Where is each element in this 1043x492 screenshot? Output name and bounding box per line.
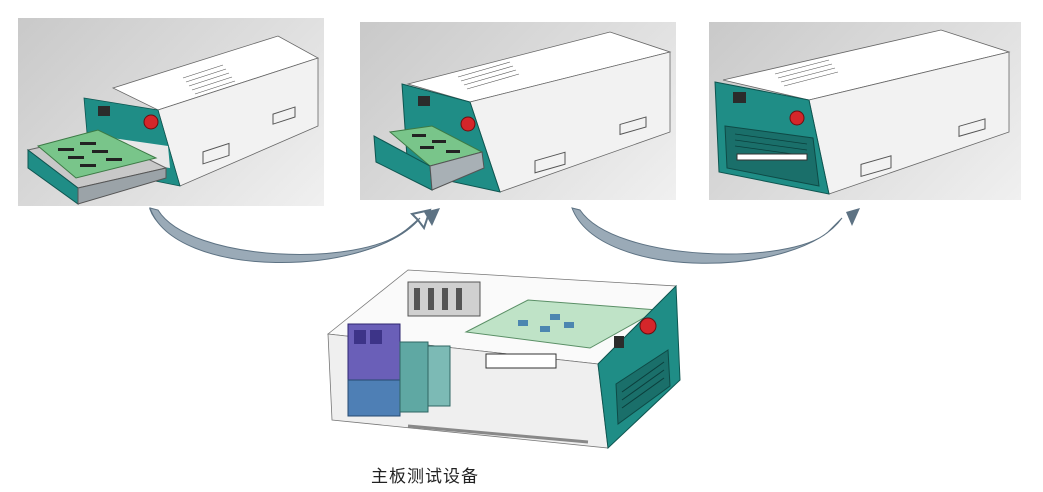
emergency-stop-icon: [789, 110, 805, 126]
curved-arrow-icon: [571, 207, 843, 264]
stage-3-illustration: [714, 29, 1011, 195]
curved-arrow-icon: [149, 207, 421, 264]
emergency-stop-icon: [460, 116, 476, 132]
stage-2-drawer-half-open: [360, 22, 676, 200]
stage-3-drawer-closed: [709, 22, 1021, 200]
figure-caption: 主板测试设备: [371, 467, 479, 487]
interior-cutaway-view: [318, 264, 688, 452]
stage-1-drawer-open: [18, 18, 324, 206]
interior-illustration: [326, 269, 681, 450]
emergency-stop-icon: [639, 317, 657, 335]
stage-1-illustration: [26, 35, 320, 205]
stage-2-illustration: [373, 31, 672, 193]
power-switch-icon: [733, 92, 746, 103]
curved-arrow-icon: [149, 207, 432, 262]
power-switch-icon: [418, 96, 430, 106]
power-switch-icon: [614, 336, 624, 348]
emergency-stop-icon: [143, 114, 159, 130]
power-switch-icon: [98, 106, 110, 116]
